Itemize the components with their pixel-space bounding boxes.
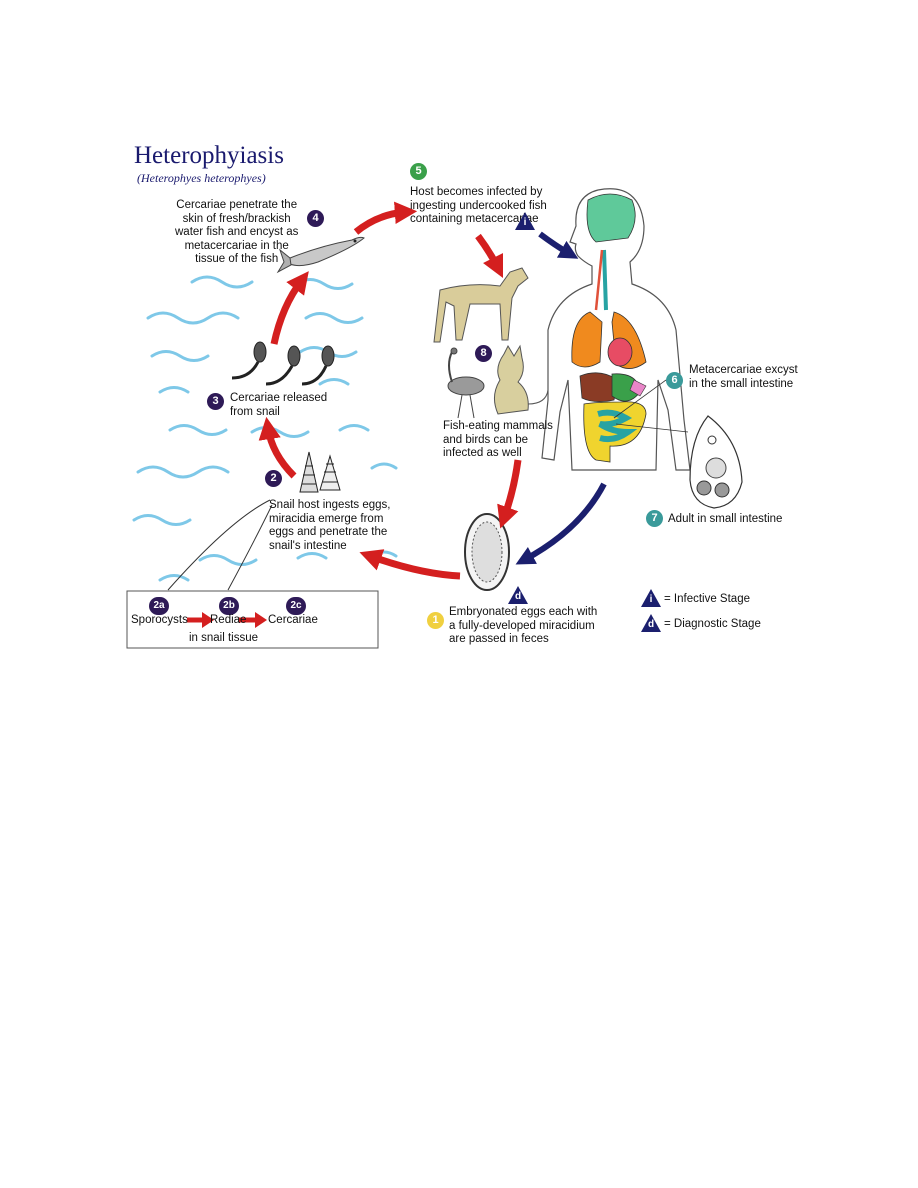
step-8-badge: 8 — [475, 345, 492, 362]
adult-worm-illustration — [689, 415, 743, 509]
legend-diagnostic-label: = Diagnostic Stage — [664, 618, 761, 630]
arrow-5-to-8 — [475, 233, 504, 279]
diagram-title: Heterophyiasis — [134, 142, 284, 169]
step-2-badge: 2 — [265, 470, 282, 487]
step-2a-badge: 2a — [149, 597, 169, 615]
legend-diagnostic-symbol: d — [641, 614, 661, 632]
arrow-8-to-1 — [497, 459, 522, 529]
step-7-badge: 7 — [646, 510, 663, 527]
step-6-badge: 6 — [666, 372, 683, 389]
heart-shape — [607, 337, 633, 367]
step-2b-badge: 2b — [219, 597, 239, 615]
arrow-human-to-1 — [515, 482, 607, 565]
step-3-text: Cercariae released from snail — [230, 392, 328, 418]
step-3-badge: 3 — [207, 393, 224, 410]
fish-illustration — [276, 236, 365, 274]
step-1-text: Embryonated eggs each with a fully-devel… — [449, 606, 598, 645]
arrow-4-to-5 — [353, 201, 418, 235]
diagram-subtitle: (Heterophyes heterophyes) — [137, 171, 266, 185]
legend-infective-symbol: i — [641, 589, 661, 607]
step-7-text: Adult in small intestine — [668, 513, 783, 525]
step-4-text: Cercariae penetrate the skin of fresh/br… — [175, 199, 299, 265]
arrow-3-to-4 — [270, 271, 309, 345]
arrow-1-to-2 — [359, 549, 461, 580]
cycle-arrows-red — [258, 201, 522, 580]
step-5-badge: 5 — [410, 163, 427, 180]
step-2-text: Snail host ingests eggs, miracidia emerg… — [269, 499, 391, 552]
shoreline — [167, 499, 273, 591]
pointer-lines — [613, 379, 689, 433]
human-body-illustration — [541, 188, 691, 471]
step-6-text: Metacercariae excyst in the small intest… — [689, 364, 798, 390]
bird-illustration — [447, 347, 485, 419]
egg-illustration — [464, 513, 510, 591]
snail-tissue-caption: in snail tissue — [189, 632, 259, 644]
cercariae-label: Cercariae — [268, 614, 318, 626]
diagnostic-stage-marker: d — [508, 586, 528, 604]
step-4-badge: 4 — [307, 210, 324, 227]
cat-illustration — [494, 344, 549, 415]
legend-infective-label: = Infective Stage — [664, 593, 750, 605]
step-2c-badge: 2c — [286, 597, 306, 615]
arrow-5-to-human — [538, 231, 579, 259]
snail-tissue-box — [126, 590, 379, 649]
snail-illustration — [299, 451, 341, 493]
sporocysts-label: Sporocysts — [131, 614, 188, 626]
brain-shape — [586, 193, 636, 243]
cercariae-illustration — [231, 341, 335, 386]
small-intestine-shape — [597, 409, 638, 443]
infective-stage-marker: i — [515, 212, 535, 230]
arrow-2-to-3 — [258, 416, 297, 479]
step-8-text: Fish-eating mammals and birds can be inf… — [443, 420, 553, 459]
step-1-badge: 1 — [427, 612, 444, 629]
rediae-label: Rediae — [210, 614, 247, 626]
cycle-arrows-navy — [515, 231, 607, 565]
left-lung-shape — [571, 311, 603, 368]
dog-illustration — [433, 267, 529, 343]
liver-shape — [579, 372, 619, 402]
